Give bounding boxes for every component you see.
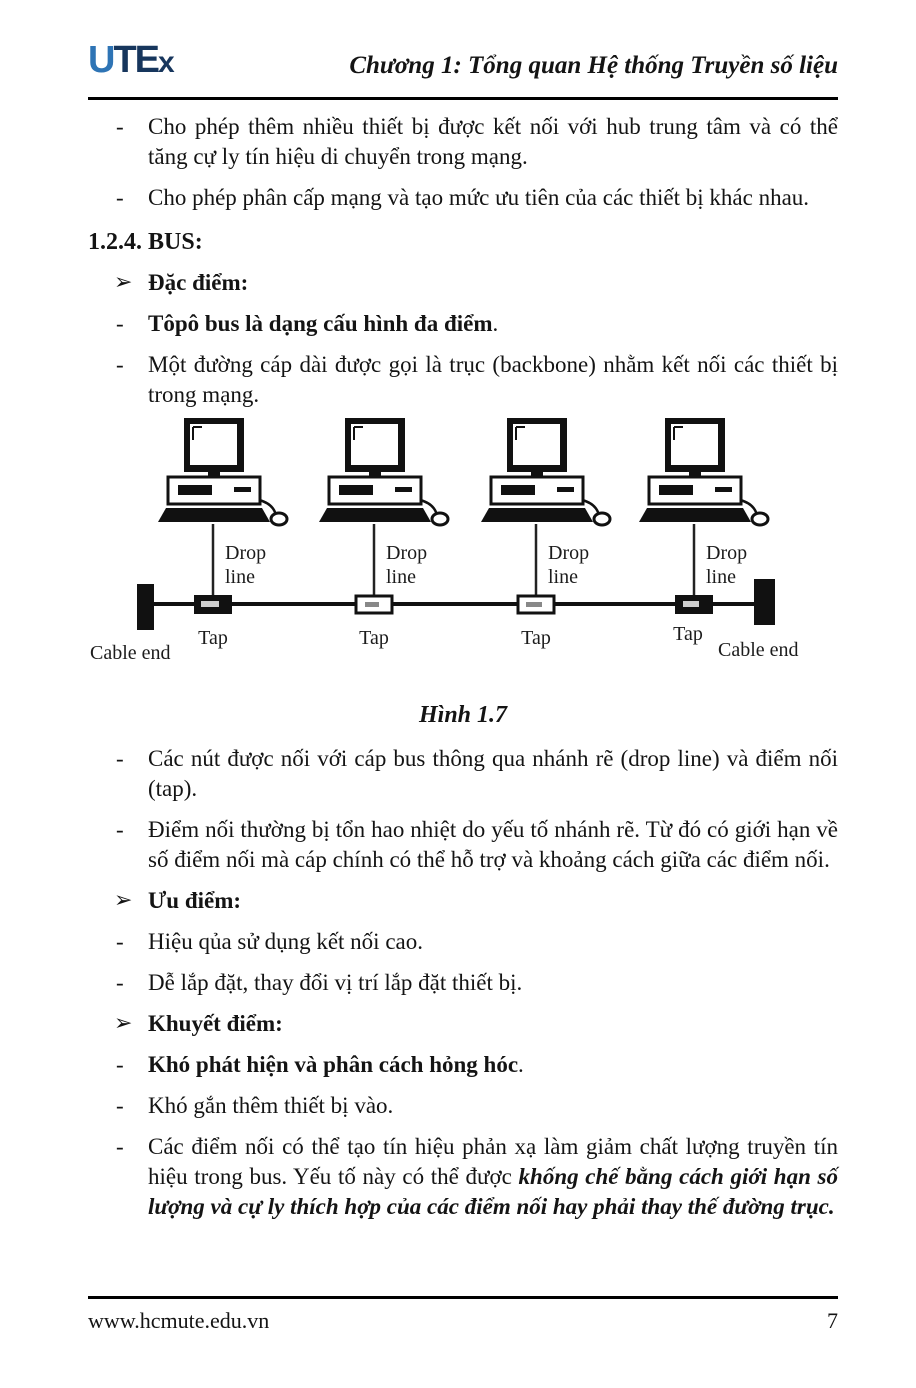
bullet-dash: - [116,311,124,336]
bullet-text: Cho phép phân cấp mạng và tạo mức ưu tiê… [148,185,810,210]
figure-bus-topology: Drop line Drop line Drop line Drop line … [88,416,838,668]
computer-icon [479,416,612,527]
footer-url: www.hcmute.edu.vn [88,1308,270,1333]
drop-line-label: Drop line [225,542,266,588]
bullet-text: Các điểm nối có thể tạo tín hiệu phản xạ… [148,1134,838,1189]
arrow-item-dac-diem: ➢ Đặc điểm: [88,268,838,298]
bullet-text: Các nút được nối với cáp bus thông qua n… [148,746,838,801]
svg-text:line: line [386,566,416,588]
tap-label: Tap [198,627,228,649]
computer-icon [637,416,770,527]
bullet-text: Cho phép thêm nhiều thiết bị được kết nố… [148,114,838,169]
bullet-text: Hiệu qủa sử dụng kết nối cao. [148,929,423,954]
arrow-bullet-icon: ➢ [114,1010,133,1035]
tap-connector [354,594,394,615]
bullet-dash: - [116,817,124,842]
tap-connector [675,595,713,614]
bullet-dash: - [116,352,124,377]
svg-text:Drop: Drop [225,542,266,564]
utex-logo: UTEx [88,39,175,83]
drop-line-label: Drop line [548,542,589,588]
bullet-dash: - [116,114,124,139]
bullet-hard-to-add: - Khó gắn thêm thiết bị vào. [88,1091,838,1121]
tap-connector [516,594,556,615]
logo-letter-x: x [158,46,175,79]
cable-end-left-icon [137,584,154,630]
subheading-text: Ưu điểm: [148,888,242,913]
logo-letter-u: U [88,39,115,81]
logo-letters-te: TE [113,39,160,81]
bullet-dash: - [116,929,124,954]
bullet-dash: - [116,746,124,771]
bullet-fault-detection: - Khó phát hiện và phân cách hỏng hóc. [88,1050,838,1080]
subheading-text: Đặc điểm: [148,270,249,295]
cable-end-right-icon [754,579,775,625]
bullet-easy-install: - Dễ lắp đặt, thay đổi vị trí lắp đặt th… [88,968,838,998]
arrow-bullet-icon: ➢ [114,269,133,294]
bullet-dash: - [116,1093,124,1118]
bullet-connection-efficiency: - Hiệu qủa sử dụng kết nối cao. [88,927,838,957]
tap-label: Tap [521,627,551,649]
computer-icon [317,416,450,527]
arrow-item-uu-diem: ➢ Ưu điểm: [88,886,838,916]
bullet-text: Dễ lắp đặt, thay đổi vị trí lắp đặt thiế… [148,970,523,995]
page-number: 7 [827,1308,838,1333]
page-header: UTEx Chương 1: Tổng quan Hệ thống Truyền… [88,40,838,100]
bullet-signal-reflection: - Các điểm nối có thể tạo tín hiệu phản … [88,1132,838,1222]
bullet-network-hierarchy: - Cho phép phân cấp mạng và tạo mức ưu t… [88,183,838,213]
arrow-bullet-icon: ➢ [114,887,133,912]
subheading-text: Khuyết điểm: [148,1011,283,1036]
drop-line-label: Drop line [706,542,747,588]
bullet-heat-loss: - Điểm nối thường bị tổn hao nhiệt do yế… [88,815,838,875]
bullet-dash: - [116,1134,124,1159]
computer-icon [156,416,289,527]
bullet-text-bold-italic: khống chế bằng cách giới hạn số lượng và… [148,1164,838,1219]
bullet-backbone: - Một đường cáp dài được gọi là trục (ba… [88,350,838,410]
bullet-topo-multipoint: - Tôpô bus là dạng cấu hình đa điểm. [88,309,838,339]
page-content: - Cho phép thêm nhiều thiết bị được kết … [88,104,838,1222]
svg-text:line: line [225,566,255,588]
bullet-text: Một đường cáp dài được gọi là trục (back… [148,352,838,407]
svg-text:Drop: Drop [386,542,427,564]
tap-label: Tap [359,627,389,649]
chapter-title: Chương 1: Tổng quan Hệ thống Truyền số l… [349,52,838,79]
svg-text:line: line [548,566,578,588]
tap-label: Tap [673,623,703,645]
cable-end-label-left: Cable end [90,642,171,664]
bullet-dash: - [116,185,124,210]
cable-end-label-right: Cable end [718,639,799,661]
bullet-nodes-droplines: - Các nút được nối với cáp bus thông qua… [88,744,838,804]
bullet-text: Điểm nối thường bị tổn hao nhiệt do yếu … [148,817,838,872]
bullet-hub-devices: - Cho phép thêm nhiều thiết bị được kết … [88,112,838,172]
bullet-text-bold: Tôpô bus là dạng cấu hình đa điểm [148,311,493,336]
page-footer: www.hcmute.edu.vn 7 [88,1296,838,1334]
svg-text:line: line [706,566,736,588]
arrow-item-khuyet-diem: ➢ Khuyết điểm: [88,1009,838,1039]
bullet-dash: - [116,1052,124,1077]
figure-caption: Hình 1.7 [418,702,508,728]
svg-text:Drop: Drop [706,542,747,564]
drop-line-label: Drop line [386,542,427,588]
bullet-text-tail: . [492,311,499,336]
bullet-text-tail: . [518,1052,524,1077]
bullet-dash: - [116,970,124,995]
bus-topology-diagram: Drop line Drop line Drop line Drop line … [90,416,799,664]
svg-text:Drop: Drop [548,542,589,564]
section-heading-bus: 1.2.4. BUS: [88,229,203,255]
bullet-text-bold: Khó phát hiện và phân cách hỏng hóc [148,1052,519,1077]
bullet-text: Khó gắn thêm thiết bị vào. [148,1093,394,1118]
tap-connector [194,595,232,614]
